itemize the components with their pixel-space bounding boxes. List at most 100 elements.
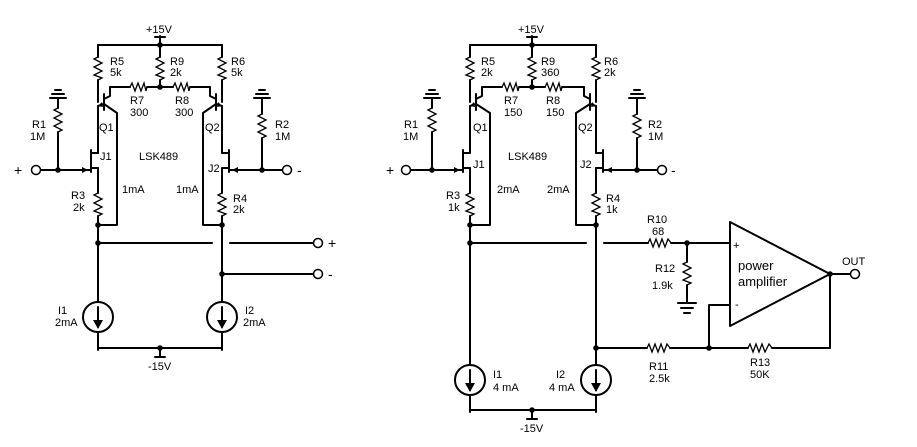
right-q1-transistor	[469, 86, 491, 226]
left-r5-value: 5k	[110, 67, 122, 79]
right-j2-label: J2	[580, 159, 592, 171]
left-r8-value: 300	[175, 107, 193, 119]
left-input-minus-label: -	[297, 162, 302, 178]
power-amplifier	[729, 221, 831, 327]
right-i1-current-source	[454, 364, 486, 396]
left-i2-name: I2	[245, 305, 254, 317]
left-r7-name: R7	[130, 95, 144, 107]
right-r2-name: R2	[648, 119, 662, 131]
right-r9-name: R9	[541, 56, 555, 68]
right-r10-value: 68	[652, 226, 664, 238]
right-r12-value: 1.9k	[652, 280, 673, 292]
right-r11-name: R11	[649, 361, 668, 373]
left-r4-value: 2k	[233, 204, 245, 216]
left-output-plus-label: +	[328, 235, 336, 251]
left-input-minus-terminal[interactable]	[281, 164, 293, 176]
right-j2-jfet	[595, 149, 658, 183]
right-j1-jfet	[409, 149, 471, 183]
left-i1-name: I1	[58, 305, 67, 317]
right-vminus-rail	[469, 407, 597, 420]
right-r13-resistor	[747, 342, 773, 354]
right-q2-transistor	[575, 86, 597, 226]
left-i2-value: 2mA	[243, 317, 266, 329]
right-r12-name: R12	[655, 263, 675, 275]
left-i2-current-source	[206, 301, 238, 333]
left-r2-value: 1M	[275, 131, 290, 143]
right-r9-resistor	[526, 56, 538, 81]
left-r9-value: 2k	[170, 67, 182, 79]
right-input-plus-label: +	[386, 162, 394, 178]
left-r6-resistor	[216, 56, 228, 81]
right-circuit: +15V R5 2k R6 2k R9 360 R7 150 R8 150 Q1…	[386, 24, 866, 435]
right-i2-value: 4 mA	[549, 382, 575, 394]
right-r5-resistor	[464, 56, 476, 81]
left-vminus-rail	[97, 345, 223, 358]
right-r5-name: R5	[481, 56, 495, 68]
right-input-minus-label: -	[671, 162, 676, 178]
right-r6-name: R6	[604, 56, 618, 68]
right-vplus-label: +15V	[518, 24, 545, 36]
amp-label-line2: amplifier	[738, 274, 788, 289]
left-q2-transistor	[202, 86, 223, 226]
right-r12-resistor	[681, 261, 693, 286]
left-r2-resistor	[256, 113, 268, 139]
right-j1-label: J1	[473, 159, 485, 171]
right-r3-name: R3	[446, 190, 460, 202]
left-current-right: 1mA	[176, 184, 199, 196]
left-r4-resistor	[216, 192, 228, 217]
left-j1-label: J1	[100, 151, 112, 163]
left-i1-current-source	[82, 301, 114, 333]
right-r3-value: 1k	[448, 202, 460, 214]
right-q1-label: Q1	[473, 122, 488, 134]
left-input-plus-label: +	[14, 162, 22, 178]
left-j2-jfet	[221, 149, 284, 183]
left-r9-resistor	[154, 56, 166, 81]
left-r3-resistor	[92, 192, 104, 217]
left-i1-value: 2mA	[55, 317, 78, 329]
left-r1-value: 1M	[30, 131, 45, 143]
output-terminal[interactable]	[849, 268, 861, 280]
right-r3-resistor	[464, 192, 476, 217]
left-r7-resistor	[129, 80, 148, 93]
left-r8-name: R8	[175, 95, 189, 107]
right-r1-name: R1	[404, 119, 418, 131]
left-r6-name: R6	[231, 56, 245, 68]
left-j1-jfet	[39, 149, 99, 183]
right-r7-resistor	[501, 80, 520, 93]
left-q1-transistor	[97, 86, 118, 226]
right-part-label: LSK489	[508, 151, 547, 163]
left-part-label: LSK489	[139, 151, 178, 163]
right-r4-name: R4	[606, 193, 620, 205]
right-r9-value: 360	[541, 67, 559, 79]
left-r7-value: 300	[130, 107, 148, 119]
left-output-minus-terminal[interactable]	[312, 268, 324, 280]
right-current-left: 2mA	[497, 184, 520, 196]
right-input-plus-terminal[interactable]	[400, 164, 412, 176]
right-r6-value: 2k	[604, 67, 616, 79]
right-input-minus-terminal[interactable]	[656, 164, 668, 176]
left-input-plus-terminal[interactable]	[30, 164, 42, 176]
right-r2-value: 1M	[648, 131, 663, 143]
right-i1-value: 4 mA	[493, 382, 519, 394]
left-r1-name: R1	[32, 119, 46, 131]
right-r6-resistor	[590, 56, 602, 81]
left-r8-resistor	[172, 80, 191, 93]
right-r10-resistor	[647, 237, 672, 249]
right-r2-resistor	[631, 113, 643, 139]
left-r1-resistor	[52, 107, 64, 133]
right-r8-name: R8	[546, 95, 560, 107]
left-r5-name: R5	[110, 56, 124, 68]
right-r10-name: R10	[647, 214, 667, 226]
right-q2-label: Q2	[578, 122, 593, 134]
left-r9-name: R9	[170, 56, 184, 68]
right-r11-value: 2.5k	[649, 373, 670, 385]
right-r7-name: R7	[504, 95, 518, 107]
left-output-plus-terminal[interactable]	[312, 237, 324, 249]
amp-label-line1: power	[738, 258, 774, 273]
right-r11-resistor	[646, 342, 671, 354]
left-q1-label: Q1	[99, 122, 114, 134]
left-r2-name: R2	[275, 119, 289, 131]
right-r5-value: 2k	[481, 67, 493, 79]
left-circuit: +15V R5 5k R6 5k R9 2k R7 300 R8 300 Q1 …	[14, 24, 336, 373]
